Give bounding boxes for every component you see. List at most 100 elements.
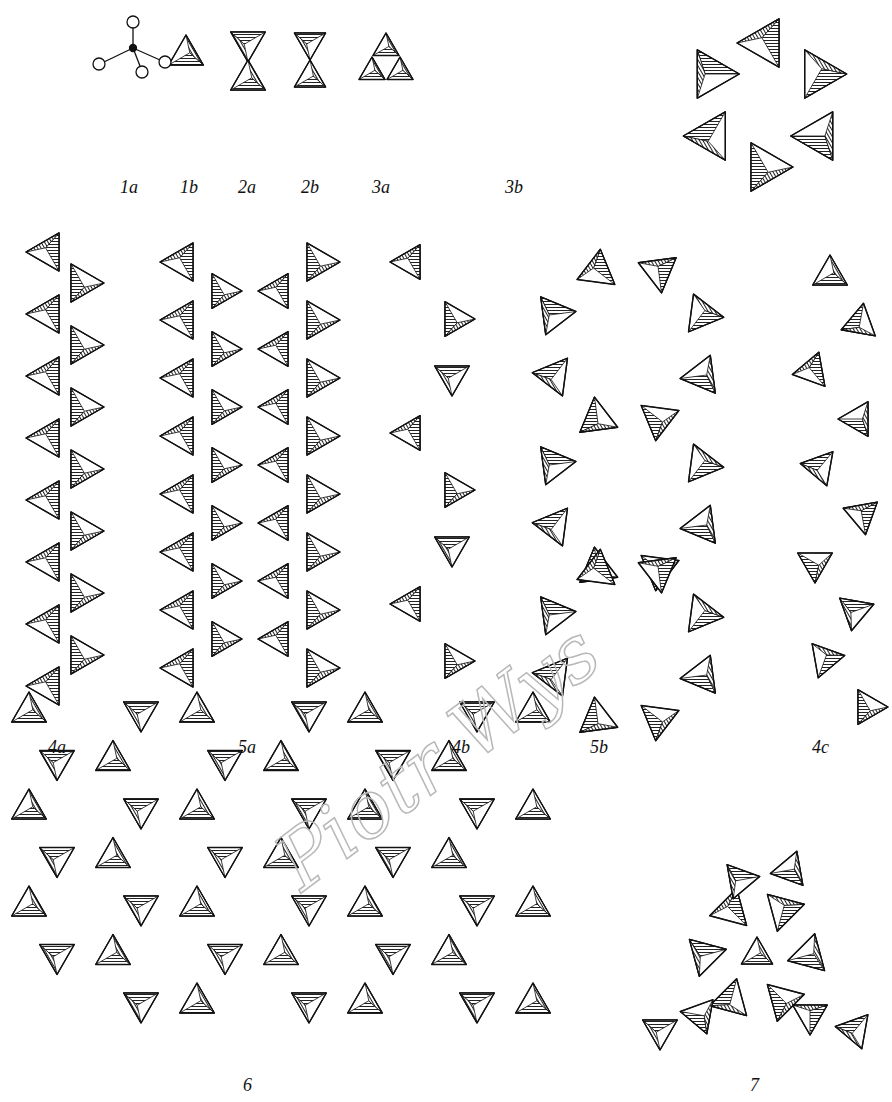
tetra-edge bbox=[71, 574, 104, 612]
tetra-edge bbox=[71, 512, 104, 550]
tetra-edge bbox=[373, 33, 399, 56]
tetra-outline bbox=[683, 112, 725, 160]
tetra-edge bbox=[160, 359, 193, 397]
tetra-outline bbox=[348, 692, 383, 722]
tetra-edge bbox=[516, 983, 551, 1013]
tetra-outline bbox=[231, 60, 266, 90]
tetra-outline bbox=[294, 60, 325, 87]
tetrahedron bbox=[124, 799, 159, 829]
tetrahedron bbox=[835, 1015, 868, 1049]
tetra-edge bbox=[71, 264, 104, 302]
tetra-edge bbox=[770, 851, 803, 885]
tetrahedron bbox=[71, 574, 104, 612]
tetra-edge bbox=[767, 894, 804, 931]
tetra-outline bbox=[460, 799, 495, 829]
tetrahedron bbox=[638, 258, 676, 293]
tetrahedron bbox=[264, 935, 299, 965]
tetra-edge bbox=[359, 57, 385, 80]
tetrahedron bbox=[258, 332, 288, 367]
tetra-outline bbox=[180, 692, 215, 722]
tetra-outline bbox=[212, 564, 242, 599]
tetrahedron bbox=[376, 945, 411, 975]
tetra-outline bbox=[460, 896, 495, 926]
tetra-outline bbox=[577, 549, 615, 584]
tetra-edge bbox=[258, 448, 288, 483]
tetrahedron bbox=[689, 294, 724, 332]
tetra-edge bbox=[160, 649, 193, 687]
tetrahedron bbox=[71, 326, 104, 364]
tetrahedron bbox=[788, 934, 825, 971]
tetra-edge bbox=[71, 326, 104, 364]
tetra-edge bbox=[26, 233, 59, 271]
tetra-outline bbox=[71, 512, 104, 550]
tetrahedron bbox=[680, 655, 715, 693]
tetrahedron bbox=[435, 537, 470, 567]
figure-label: 3a bbox=[372, 178, 390, 196]
tetra-edge bbox=[580, 697, 618, 732]
tetra-edge bbox=[788, 934, 825, 971]
tetrahedron bbox=[751, 143, 793, 191]
tetra-edge bbox=[258, 564, 288, 599]
tetra-edge bbox=[160, 243, 193, 281]
tetrahedron bbox=[212, 274, 242, 309]
tetrahedron bbox=[264, 741, 299, 771]
tetra-outline bbox=[770, 851, 803, 885]
tetra-edge bbox=[643, 1020, 678, 1050]
tetra-edge bbox=[212, 506, 242, 541]
tetrahedron bbox=[212, 564, 242, 599]
tetra-edge bbox=[348, 692, 383, 722]
tetra-edge bbox=[835, 1015, 868, 1049]
tetrahedron bbox=[516, 983, 551, 1013]
tetra-outline bbox=[26, 605, 59, 643]
tetra-outline bbox=[258, 622, 288, 657]
tetrahedron bbox=[460, 993, 495, 1023]
tetra-edge bbox=[160, 301, 193, 339]
tetra-outline bbox=[307, 243, 340, 281]
tetra-outline bbox=[180, 886, 215, 916]
tetra-edge bbox=[638, 558, 676, 593]
tetrahedron bbox=[12, 692, 47, 722]
tetra-face bbox=[793, 1005, 828, 1011]
tetra-outline bbox=[767, 894, 804, 931]
tetra-edge bbox=[231, 60, 266, 90]
tetra-outline bbox=[12, 789, 47, 819]
tetra-outline bbox=[387, 57, 413, 80]
tetrahedron bbox=[348, 983, 383, 1013]
tetra-outline bbox=[435, 366, 470, 396]
tetrahedron bbox=[813, 255, 848, 285]
tetra-outline bbox=[680, 655, 715, 693]
tetrahedron bbox=[294, 33, 325, 60]
tetrahedron bbox=[359, 57, 385, 80]
tetra-edge bbox=[710, 889, 747, 926]
tetra-edge bbox=[838, 402, 868, 437]
tetra-outline bbox=[638, 258, 676, 293]
tetra-outline bbox=[641, 406, 679, 441]
tetra-edge bbox=[680, 355, 715, 393]
figure-label: 1a bbox=[120, 178, 138, 196]
tetrahedron bbox=[516, 789, 551, 819]
tetra-outline bbox=[516, 886, 551, 916]
tetra-edge bbox=[800, 452, 833, 486]
tetra-outline bbox=[26, 295, 59, 333]
tetra-edge bbox=[858, 690, 888, 725]
tetra-outline bbox=[160, 359, 193, 397]
tetra-edge bbox=[96, 935, 131, 965]
tetra-outline bbox=[435, 537, 470, 567]
tetrahedron bbox=[843, 502, 877, 535]
tetra-outline bbox=[264, 935, 299, 965]
tetra-edge bbox=[160, 417, 193, 455]
tetrahedron bbox=[71, 512, 104, 550]
tetra-outline bbox=[264, 741, 299, 771]
tetra-outline bbox=[212, 448, 242, 483]
tetrahedron bbox=[577, 549, 615, 584]
tetra-edge bbox=[432, 838, 467, 868]
tetra-outline bbox=[212, 622, 242, 657]
tetra-outline bbox=[307, 417, 340, 455]
tetra-edge bbox=[541, 297, 576, 335]
tetra-edge bbox=[432, 935, 467, 965]
tetra-outline bbox=[124, 993, 159, 1023]
tetra-outline bbox=[307, 359, 340, 397]
tetrahedron bbox=[212, 622, 242, 657]
tetrahedron bbox=[390, 245, 420, 280]
